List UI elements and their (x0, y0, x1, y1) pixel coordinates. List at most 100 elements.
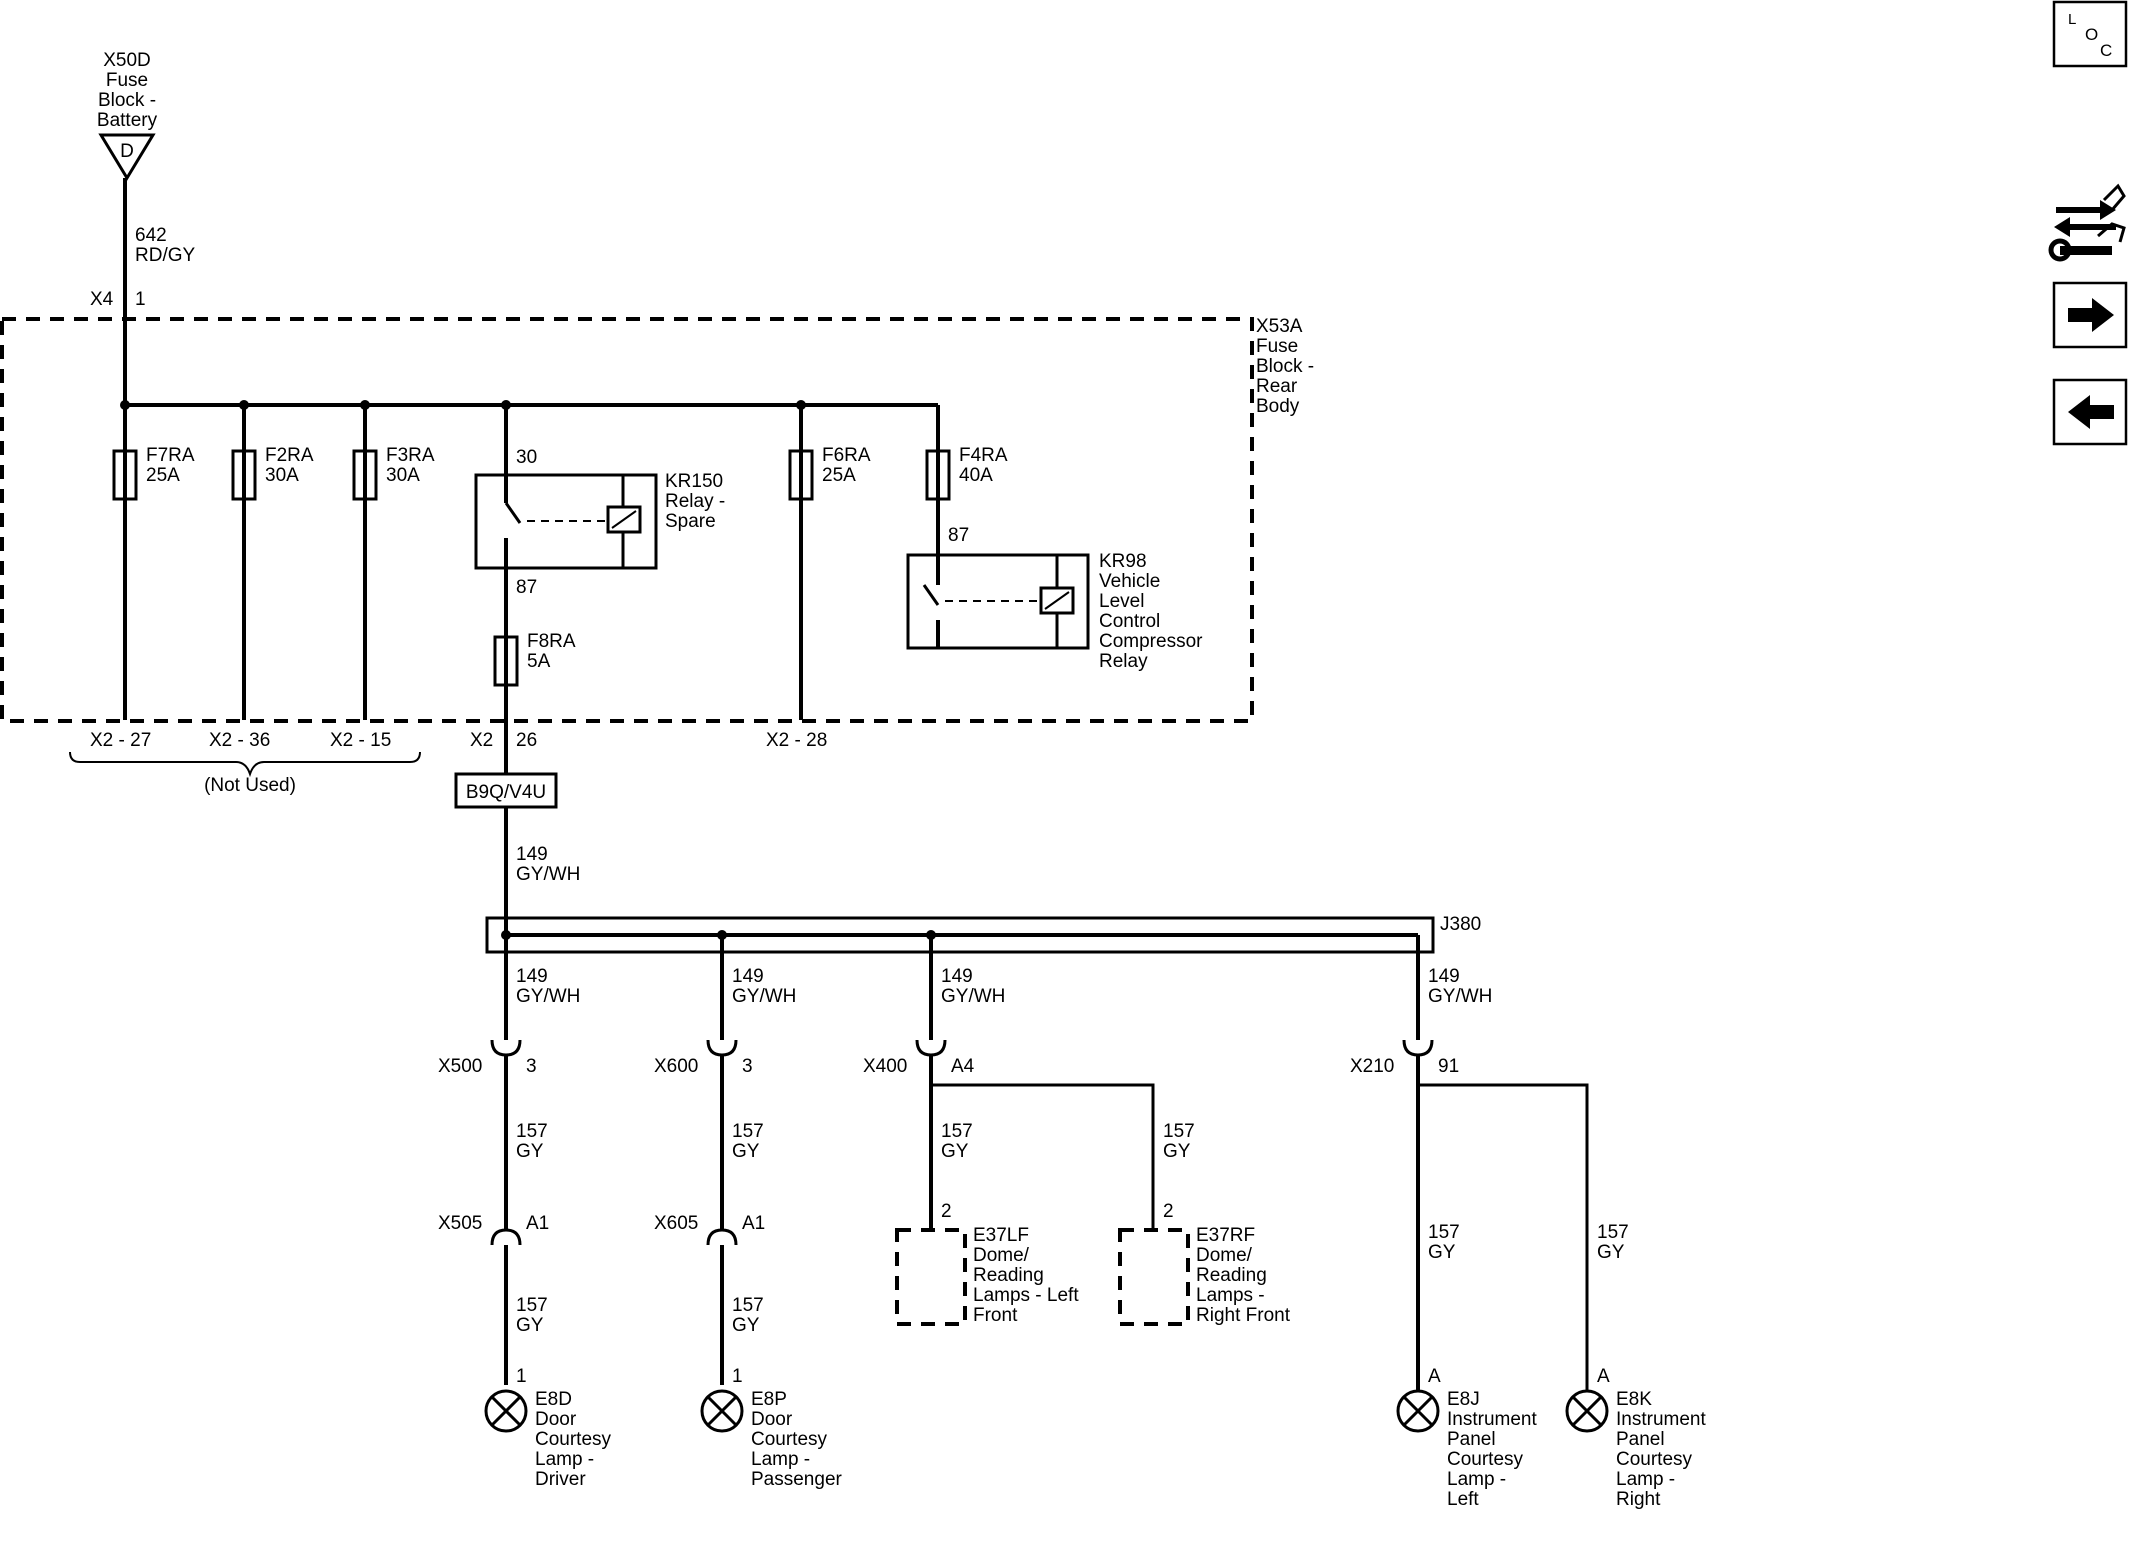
lamp-line: Courtesy (1616, 1449, 1693, 1470)
door-connector-symbol (490, 1228, 522, 1246)
lamp-line: E8K (1616, 1389, 1652, 1410)
lamp-line: Right Front (1196, 1305, 1291, 1326)
fuse-id: F8RA (527, 631, 576, 652)
fuse-pin: X2 - 36 (209, 730, 270, 751)
rear-block-line: Fuse (1256, 336, 1298, 357)
relay-line: KR98 (1099, 551, 1147, 572)
inline-connector: X210 (1350, 1056, 1394, 1077)
lamp-line: Left (1447, 1489, 1479, 1510)
lamp-line: Panel (1447, 1429, 1496, 1450)
relay-pin-30: 30 (516, 447, 537, 468)
lamp-line: Door (535, 1409, 577, 1430)
feed-pin-connector: X4 (90, 289, 114, 310)
wire-circuit: 149 (1428, 966, 1460, 987)
rear-block-line: Rear (1256, 376, 1298, 397)
lamp-line: E37RF (1196, 1225, 1255, 1246)
inline-pin: 91 (1438, 1056, 1459, 1077)
lamp-pin: A (1428, 1366, 1441, 1387)
relay-pin-87: 87 (948, 525, 969, 546)
inline-pin: A4 (951, 1056, 975, 1077)
branch-x600: 149 GY/WH X600 3 157 GY X605 A1 157 GY 1… (654, 935, 843, 1490)
fuse-rating: 25A (146, 465, 180, 486)
inline-connector-symbol (915, 1039, 947, 1057)
splice-label: J380 (1440, 914, 1481, 935)
lamp-line: Lamps - (1196, 1285, 1265, 1306)
fuse-rating: 40A (959, 465, 993, 486)
feed-wire-circuit: 642 (135, 225, 167, 246)
fuse-f7ra: F7RA 25A X2 - 27 (90, 405, 195, 751)
loc-letter: L (2068, 11, 2076, 28)
rear-block-line: X53A (1256, 316, 1303, 337)
fuse-rating: 30A (386, 465, 420, 486)
loc-button[interactable]: L O C (2052, 0, 2128, 68)
lamp-symbol (1396, 1389, 1440, 1433)
lamp-line: Lamp - (1616, 1469, 1675, 1490)
relay-line: Spare (665, 511, 716, 532)
lamp-pin: 2 (941, 1201, 952, 1222)
wire-color: GY (516, 1315, 544, 1336)
inline-connector: X600 (654, 1056, 698, 1077)
wire-color: GY (516, 1141, 544, 1162)
battery-connector-letter: D (120, 141, 134, 162)
relay-line: Control (1099, 611, 1160, 632)
rear-block-line: Block - (1256, 356, 1314, 377)
relay-line: Level (1099, 591, 1144, 612)
loc-letter: O (2085, 25, 2098, 44)
lamp-line: Dome/ (1196, 1245, 1253, 1266)
wire-circuit: 149 (941, 966, 973, 987)
lamp-line: Panel (1616, 1429, 1665, 1450)
lamp-line: Reading (973, 1265, 1044, 1286)
splice-j380 (485, 916, 1435, 954)
fuse-rating: 5A (527, 651, 551, 672)
not-used-bracket (69, 751, 421, 778)
arrow-right-icon (2068, 298, 2114, 332)
wire-circuit: 157 (516, 1295, 548, 1316)
battery-connector-symbol (98, 133, 156, 181)
wire-circuit: 157 (732, 1121, 764, 1142)
wire-color: GY/WH (1428, 986, 1492, 1007)
option-code: B9Q/V4U (466, 782, 546, 803)
door-connector-pin: A1 (526, 1213, 549, 1234)
fuse-rating: 30A (265, 465, 299, 486)
lamp-line: Instrument (1616, 1409, 1706, 1430)
inline-connector: X500 (438, 1056, 482, 1077)
feed-pin-number: 1 (135, 289, 146, 310)
previous-page-button[interactable] (2052, 378, 2128, 446)
door-connector-pin: A1 (742, 1213, 765, 1234)
wire-color: GY (732, 1141, 760, 1162)
inline-connector-symbol (706, 1039, 738, 1057)
lamp-line: Reading (1196, 1265, 1267, 1286)
lamp-line: Passenger (751, 1469, 843, 1490)
trunk-wire-circuit: 149 (516, 844, 548, 865)
rear-fuse-block-boundary (0, 317, 1254, 723)
inline-connector-symbol (1402, 1039, 1434, 1057)
arrow-left-icon (2068, 395, 2114, 429)
lamp-pin: 2 (1163, 1201, 1174, 1222)
fuse-block-battery: X50D Fuse Block - Battery D (97, 50, 158, 181)
relay-pin-87: 87 (516, 577, 537, 598)
lamp-pin: 1 (732, 1366, 743, 1387)
wire-circuit: 157 (732, 1295, 764, 1316)
wire-circuit: 157 (1428, 1222, 1460, 1243)
wire-color: GY (1597, 1242, 1625, 1263)
feed-wire-color: RD/GY (135, 245, 196, 266)
next-page-button[interactable] (2052, 281, 2128, 349)
lamp-pin: A (1597, 1366, 1610, 1387)
inline-connector: X400 (863, 1056, 907, 1077)
lamp-line: Lamp - (535, 1449, 594, 1470)
fuse-id: F7RA (146, 445, 195, 466)
component-locator-icon[interactable] (2048, 183, 2126, 262)
lamp-line: Lamp - (1447, 1469, 1506, 1490)
lamp-line: Courtesy (1447, 1449, 1524, 1470)
wire-color: GY (1163, 1141, 1191, 1162)
wire-color: GY/WH (732, 986, 796, 1007)
door-connector: X505 (438, 1213, 482, 1234)
lamp-symbol (484, 1389, 528, 1433)
battery-block-line: Fuse (106, 70, 148, 91)
fuse-id: F6RA (822, 445, 871, 466)
fuse-f8ra: F8RA 5A (493, 631, 576, 687)
lamp-line: Lamp - (751, 1449, 810, 1470)
wire-color: GY/WH (516, 986, 580, 1007)
wire-color: GY (941, 1141, 969, 1162)
